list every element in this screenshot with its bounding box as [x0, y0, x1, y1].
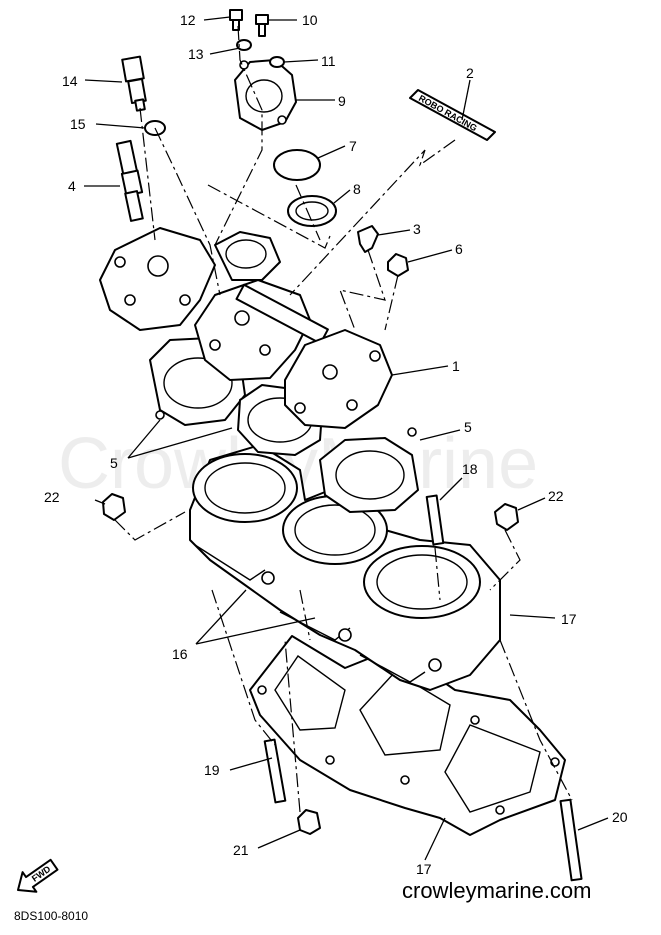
- callout-19: 19: [204, 762, 220, 778]
- diagram-code: 8DS100-8010: [14, 909, 88, 923]
- thermostat-gasket: [273, 149, 321, 181]
- nut-22-right: [494, 503, 519, 531]
- svg-text:ROBO RACING: ROBO RACING: [417, 93, 479, 133]
- callout-21: 21: [233, 842, 249, 858]
- callout-10: 10: [302, 12, 318, 28]
- callout-8: 8: [353, 181, 361, 197]
- callout-11: 11: [321, 53, 336, 69]
- head-gasket-right: [319, 427, 419, 513]
- callout-13: 13: [188, 46, 204, 62]
- callout-7: 7: [349, 138, 357, 154]
- bolt-12: [229, 9, 243, 31]
- callout-5-left: 5: [110, 455, 118, 471]
- callout-14: 14: [62, 73, 78, 89]
- washer: [144, 120, 166, 136]
- callout-15: 15: [70, 116, 86, 132]
- callout-16: 16: [172, 646, 188, 662]
- leader-lines: [84, 16, 609, 861]
- callout-22-right: 22: [548, 488, 564, 504]
- nut-21: [297, 809, 321, 835]
- callout-5-right: 5: [464, 419, 472, 435]
- hose-fitting: [357, 225, 379, 253]
- callout-20: 20: [612, 809, 628, 825]
- alignment-lines: [114, 25, 573, 813]
- stud-19: [263, 738, 287, 804]
- thermostat-seal: [287, 195, 337, 227]
- callout-1: 1: [452, 358, 460, 374]
- decal: ROBO RACING: [409, 89, 496, 141]
- nut-11: [269, 56, 285, 68]
- spark-plug: [115, 139, 144, 222]
- stud-20: [559, 798, 583, 882]
- callout-12: 12: [180, 12, 196, 28]
- callout-17-right: 17: [561, 611, 577, 627]
- nut-6: [387, 253, 409, 277]
- callout-17-bottom: 17: [416, 861, 432, 877]
- callout-22-left: 22: [44, 489, 60, 505]
- fwd-arrow: FWD: [17, 858, 59, 893]
- thermostat-cover: [234, 59, 297, 131]
- callouts: 1 2 3 4 5 5 6 7 8 9 10 11 12 13 14 15 16…: [44, 12, 628, 877]
- nut-22-left: [102, 493, 126, 521]
- bolt-10: [255, 14, 269, 37]
- washer-13: [236, 39, 252, 51]
- callout-18: 18: [462, 461, 478, 477]
- cylinder-block: [189, 444, 501, 691]
- site-url: crowleymarine.com: [402, 878, 592, 903]
- callout-6: 6: [455, 241, 463, 257]
- temperature-sender: [121, 55, 147, 112]
- cylinder-head: [99, 227, 393, 429]
- callout-3: 3: [413, 221, 421, 237]
- callout-4: 4: [68, 178, 76, 194]
- callout-9: 9: [338, 93, 346, 109]
- stud-18: [425, 494, 445, 546]
- callout-2: 2: [466, 65, 474, 81]
